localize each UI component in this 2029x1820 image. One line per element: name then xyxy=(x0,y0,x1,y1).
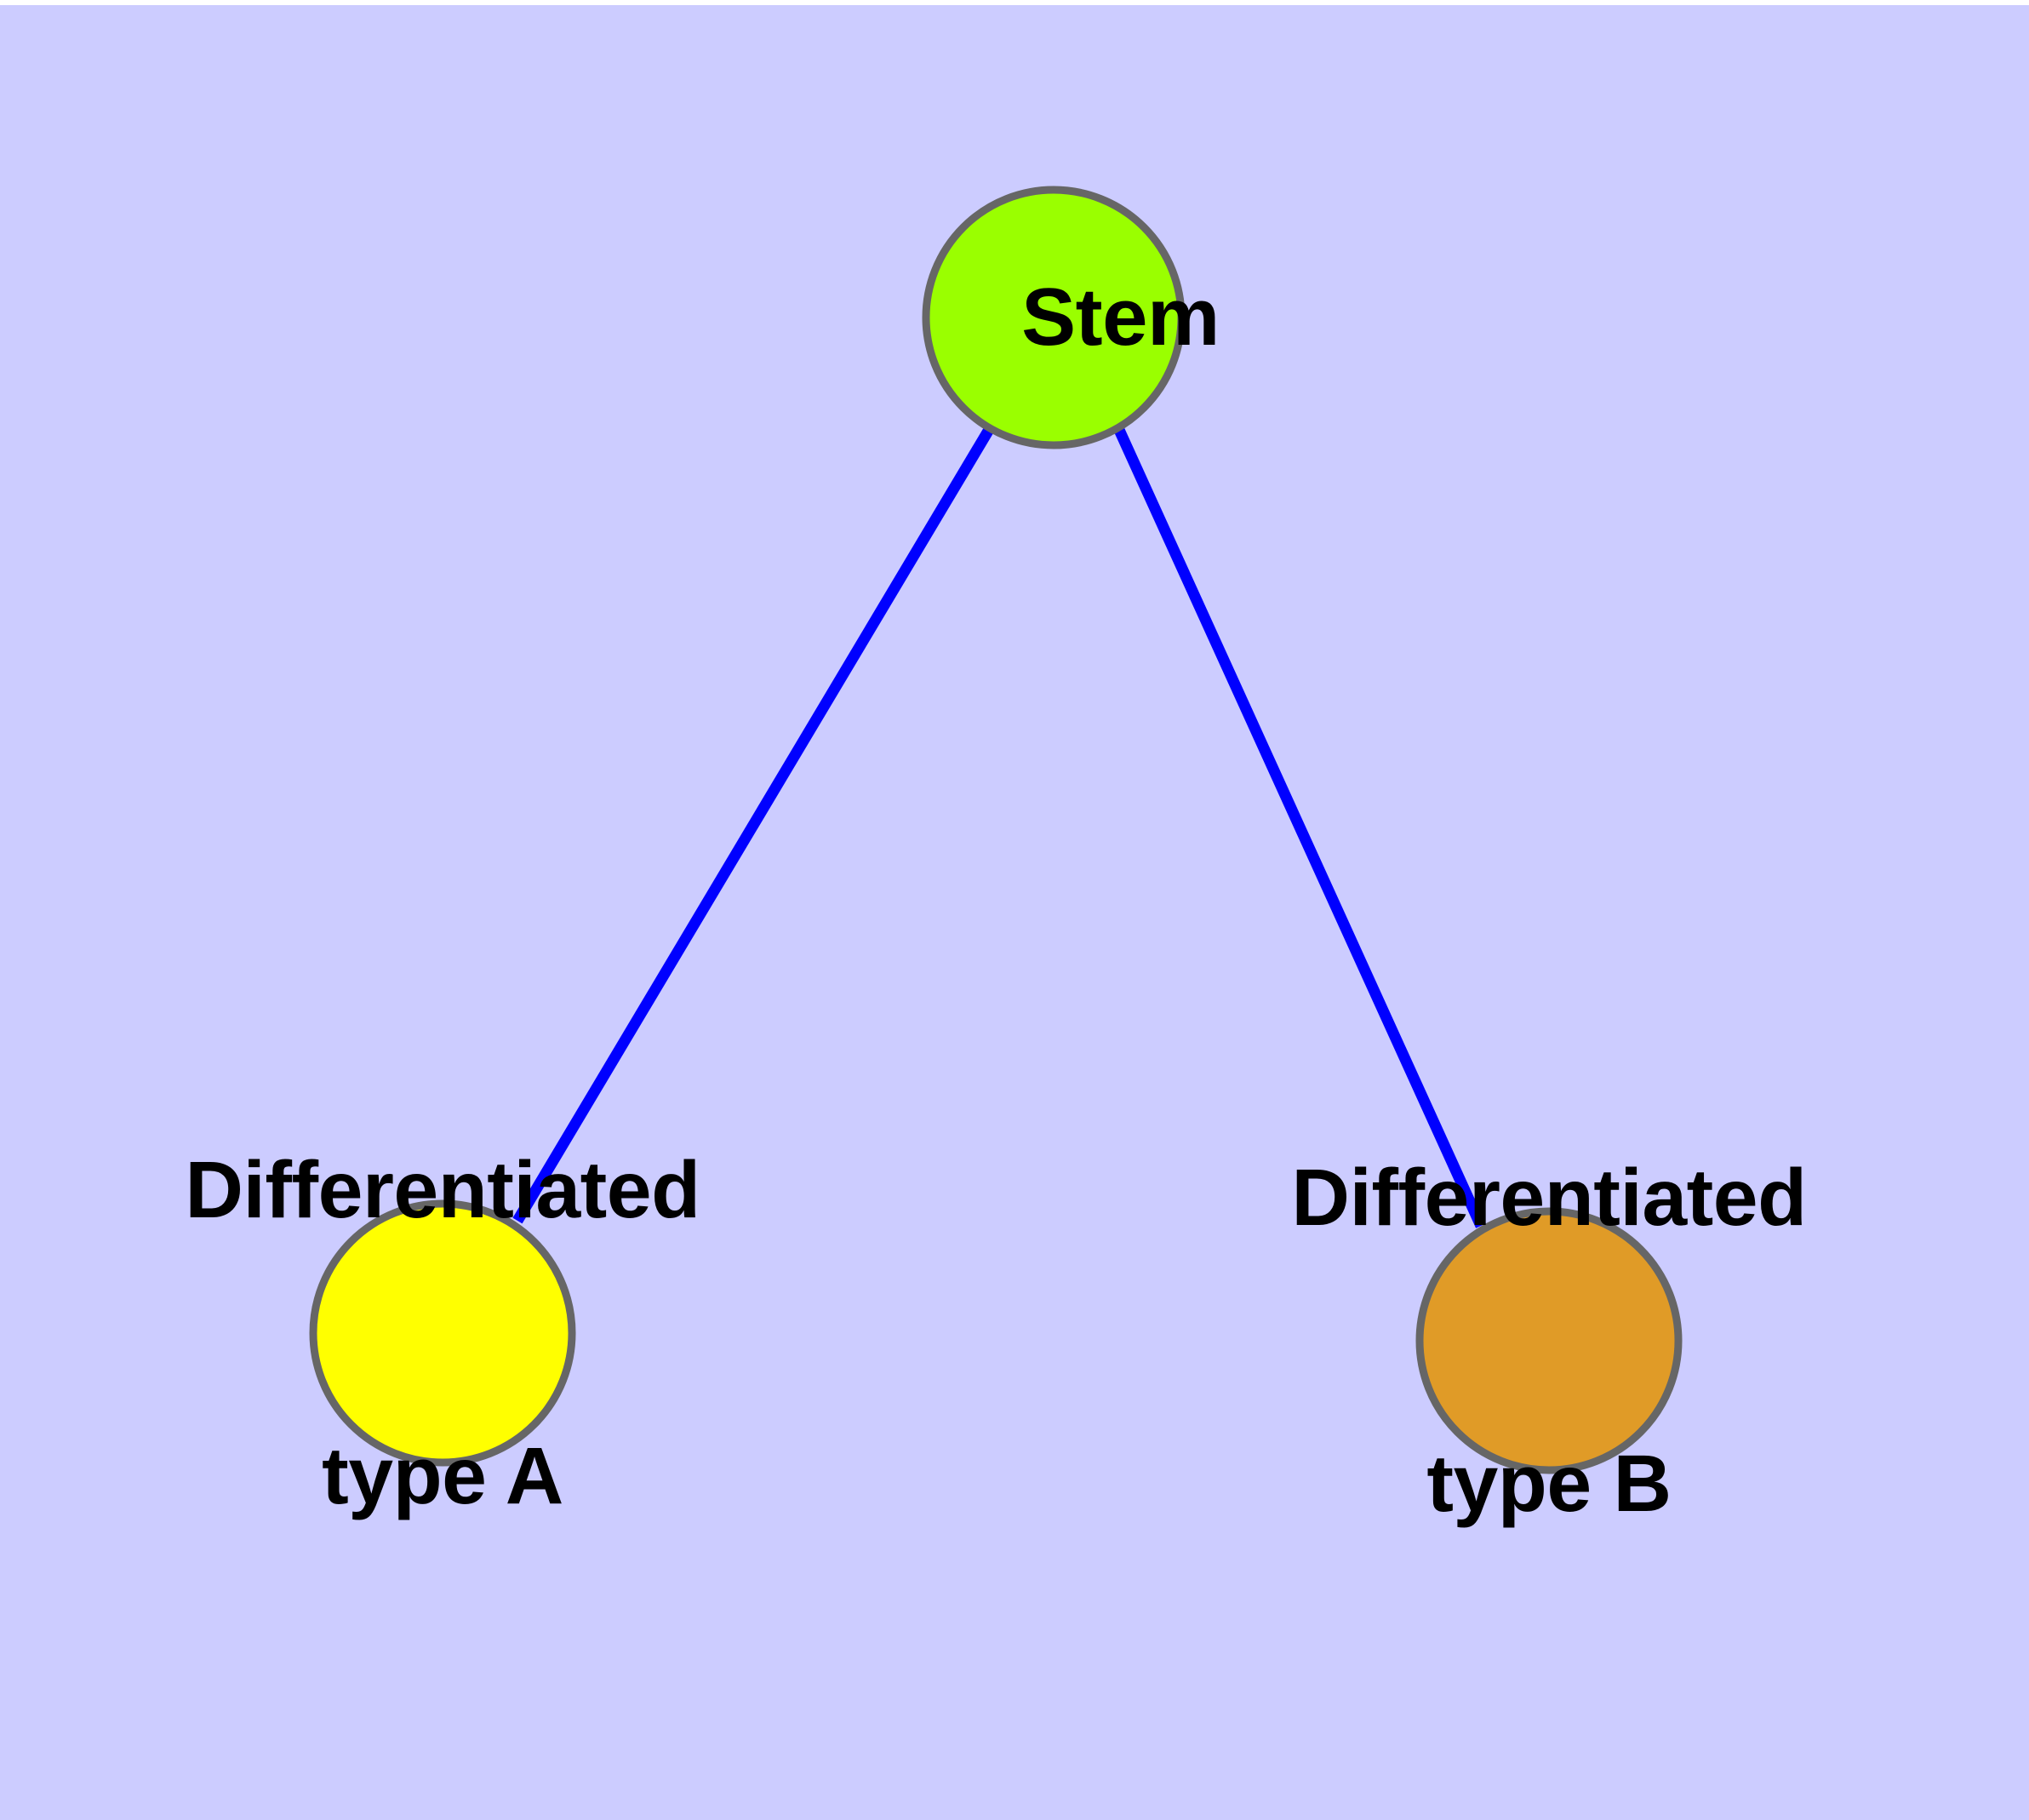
edge-stem-to-diff-a[interactable] xyxy=(512,425,995,1224)
diagram-canvas: Stem Differentiated type A Differentiate… xyxy=(0,5,2029,1820)
node-circle-diff-a[interactable] xyxy=(309,1199,576,1467)
edge-stem-to-diff-b[interactable] xyxy=(1114,427,1486,1228)
edge-layer xyxy=(512,425,1486,1228)
graph-svg xyxy=(309,186,1683,1474)
node-circle-diff-b[interactable] xyxy=(1415,1207,1683,1474)
node-layer xyxy=(309,186,1683,1474)
node-circle-stem[interactable] xyxy=(922,186,1186,449)
